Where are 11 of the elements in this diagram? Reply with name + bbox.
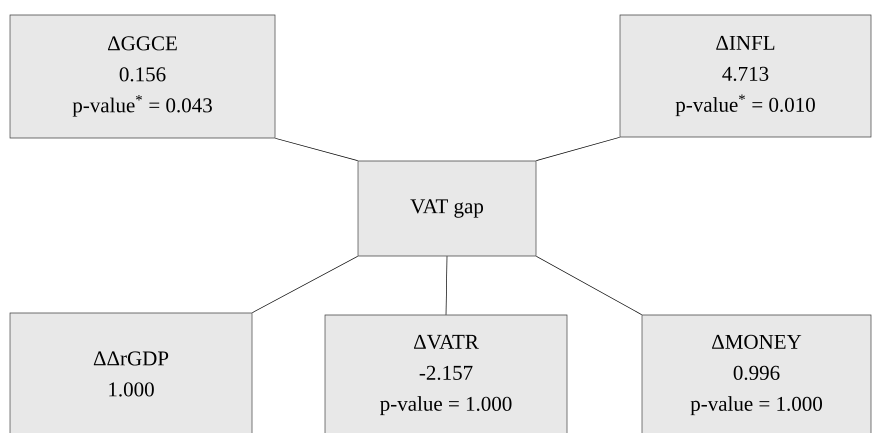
connector-line bbox=[446, 256, 448, 315]
connector-line bbox=[536, 256, 642, 315]
connector-line bbox=[536, 137, 620, 161]
variable-box: VAT gap bbox=[358, 160, 536, 256]
variable-box: ΔINFL 4.713 p-value$^{*}$ = 0.010 bbox=[620, 14, 872, 138]
variable-box: ΔΔrGDP 1.000 bbox=[10, 312, 252, 433]
variable-box: ΔMONEY 0.996 p-value = 1.000 bbox=[642, 314, 872, 433]
variable-box: ΔGGCE 0.156 p-value$^{*}$ = 0.043 bbox=[10, 14, 276, 138]
connector-line bbox=[252, 256, 358, 313]
connector-line bbox=[275, 138, 358, 161]
variable-box: ΔVATR -2.157 p-value = 1.000 bbox=[324, 314, 568, 433]
